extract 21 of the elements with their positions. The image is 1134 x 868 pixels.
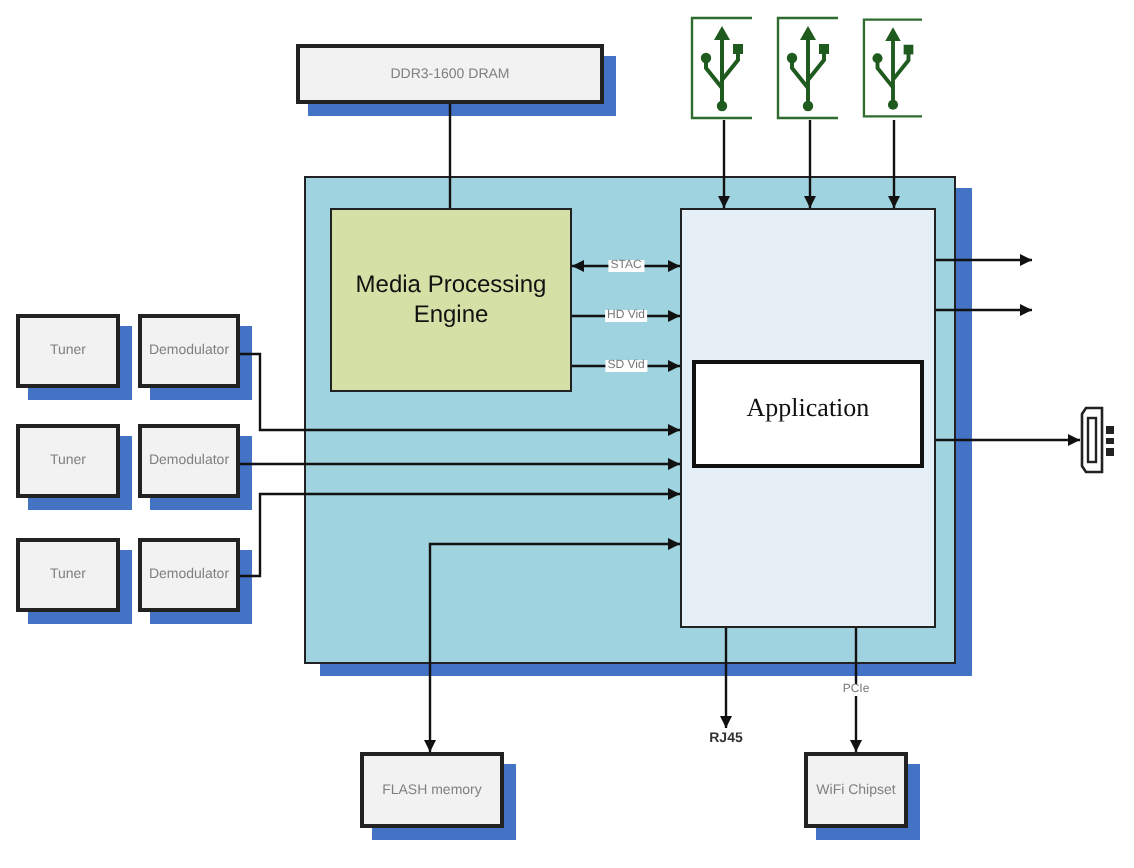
connector-arrow (424, 538, 680, 752)
connector-arrow (936, 304, 1032, 316)
hdmi-port-icon (1080, 406, 1116, 474)
box-label: Media Processing Engine (353, 270, 549, 330)
connector-arrow (850, 628, 862, 752)
connector-arrow (936, 254, 1032, 266)
connector-arrow (720, 628, 732, 728)
application-box (692, 360, 924, 468)
processing-box (330, 208, 572, 392)
usb-icon (776, 16, 840, 120)
connector-arrow (240, 352, 680, 436)
usb-icon (690, 16, 754, 120)
connector-arrow (936, 434, 1080, 446)
connector-arrow (888, 120, 900, 208)
usb-icon (862, 16, 924, 120)
box-label: Application (746, 390, 870, 426)
connector-arrow (240, 458, 680, 470)
application-region (680, 208, 936, 628)
connector-arrow (240, 488, 680, 578)
connector-arrow (804, 120, 816, 208)
connector-arrow (718, 120, 730, 208)
